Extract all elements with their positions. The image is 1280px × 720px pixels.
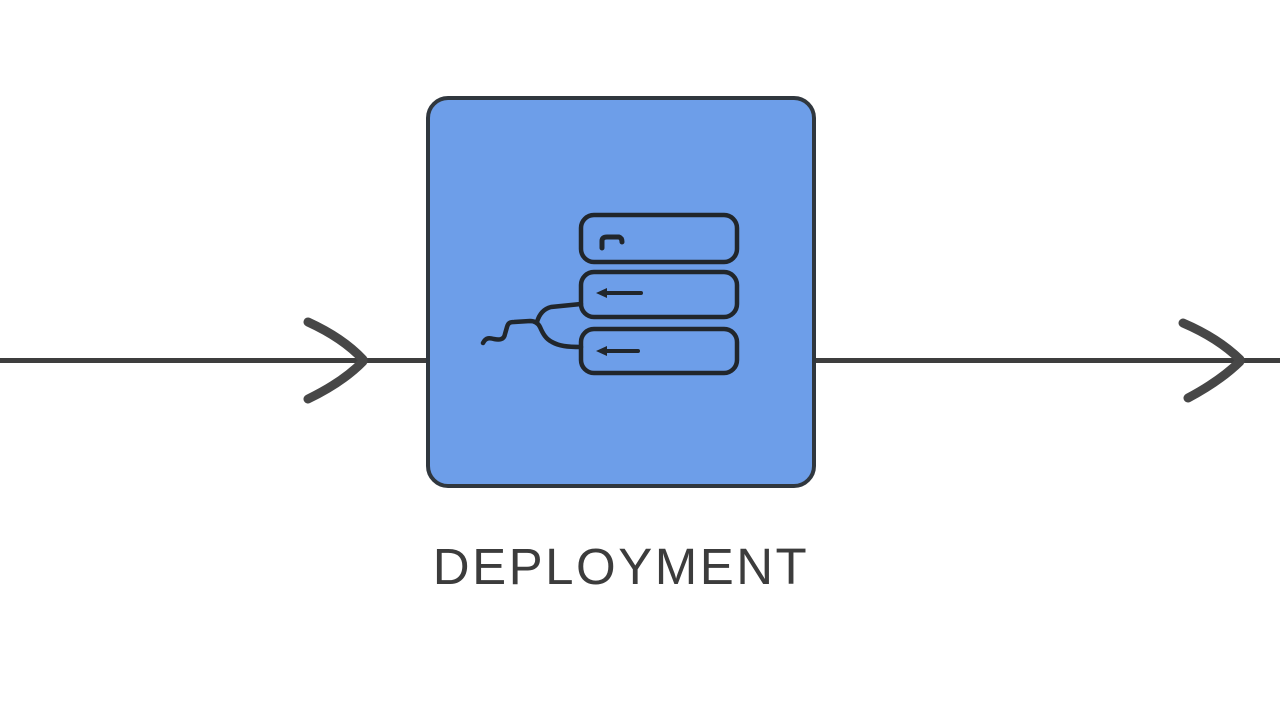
branch-connector-main	[480, 318, 584, 350]
server-slot-top	[578, 212, 740, 265]
node-label: DEPLOYMENT	[432, 538, 810, 595]
branch-connector-upper	[534, 301, 584, 325]
server-stack-branch-icon	[480, 212, 740, 376]
server-slot-middle	[578, 269, 740, 320]
dash-head-bottom	[596, 346, 607, 356]
arrowhead-right-icon	[1178, 318, 1245, 403]
server-slot-bottom	[578, 326, 740, 376]
flag-mark-icon	[599, 234, 625, 251]
arrowhead-left-icon	[303, 317, 368, 404]
deployment-node	[426, 96, 816, 488]
dash-head-middle	[596, 288, 607, 298]
